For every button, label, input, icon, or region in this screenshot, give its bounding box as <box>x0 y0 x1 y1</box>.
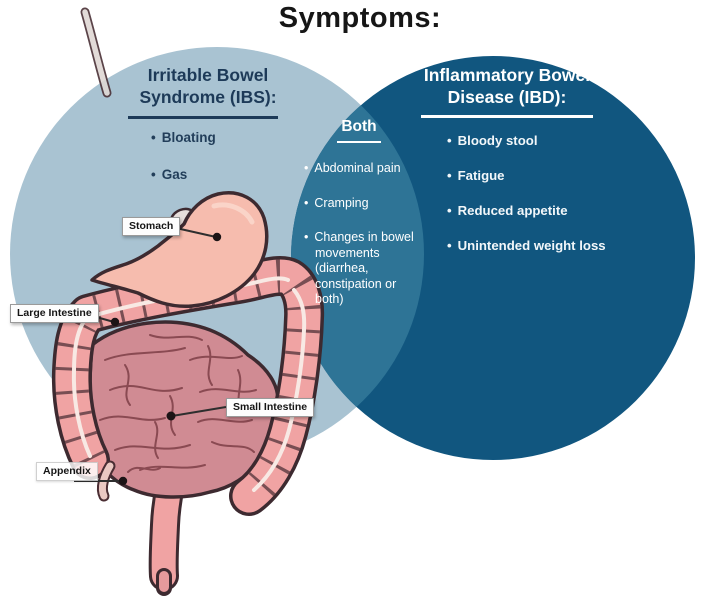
ibs-symptom-item: Gas <box>151 168 281 182</box>
ibd-symptom-item: Unintended weight loss <box>447 239 617 253</box>
both-symptom-item: Changes in bowel movements (diarrhea, co… <box>304 230 422 308</box>
esophagus-line <box>80 7 112 98</box>
ibd-symptom-item: Fatigue <box>447 169 617 183</box>
ibd-symptom-list: Bloody stool Fatigue Reduced appetite Un… <box>447 134 617 274</box>
appendix-dot <box>118 476 128 486</box>
ibd-symptom-item: Reduced appetite <box>447 204 617 218</box>
both-symptom-item: Cramping <box>304 196 422 212</box>
ibs-symptom-list: Bloating Gas <box>151 131 281 205</box>
stomach-dot <box>212 232 222 242</box>
small-intestine-leader-line <box>171 406 227 417</box>
label-dots <box>110 232 222 486</box>
ibs-symptom-item: Bloating <box>151 131 281 145</box>
both-symptom-item: Abdominal pain <box>304 161 422 177</box>
stomach-leader-line <box>175 227 217 238</box>
ibs-heading: Irritable Bowel Syndrome (IBS): <box>139 65 277 107</box>
both-heading-underline <box>337 141 381 143</box>
stomach-label: Stomach <box>122 217 181 236</box>
both-symptom-list: Abdominal pain Cramping Changes in bowel… <box>304 161 422 327</box>
ibd-heading: Inflammatory Bowel Disease (IBD): <box>423 65 591 107</box>
small-intestine-label: Small Intestine <box>226 398 315 417</box>
ibs-heading-underline <box>128 116 278 119</box>
small-intestine-dot <box>166 411 176 421</box>
overlap-lens <box>291 56 424 460</box>
large-intestine-label: Large Intestine <box>10 304 99 323</box>
ibd-heading-underline <box>421 115 593 118</box>
both-heading: Both <box>341 118 377 135</box>
page-title: Symptoms: <box>278 2 442 34</box>
appendix-label: Appendix <box>36 462 98 481</box>
ibd-symptom-item: Bloody stool <box>447 134 617 148</box>
stomach-shape <box>90 191 269 309</box>
large-intestine-dot <box>110 317 120 327</box>
